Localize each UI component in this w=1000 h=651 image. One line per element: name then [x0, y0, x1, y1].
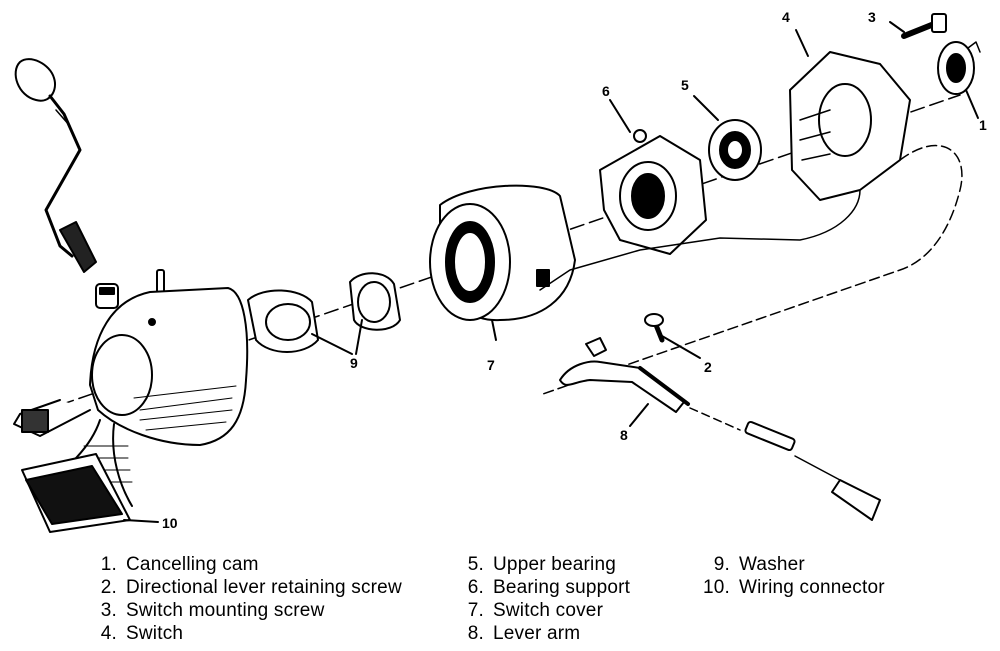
legend-item-9: 9.Washer: [713, 554, 805, 575]
cancelling-cam-part: [937, 41, 981, 95]
callout-leader-4: [795, 29, 809, 57]
wiring-connector-part: [21, 453, 131, 533]
callout-leader-3: [889, 21, 905, 33]
callout-2: 2: [704, 359, 712, 375]
legend-item-1: 1.Cancelling cam: [100, 554, 259, 575]
legend-item-2: 2.Directional lever retaining screw: [100, 577, 402, 598]
callout-1: 1: [979, 117, 987, 133]
callout-8: 8: [620, 427, 628, 443]
lever-cable-part: [689, 407, 881, 521]
legend-item-8: 8.Lever arm: [467, 623, 581, 644]
callout-leader-10: [123, 519, 159, 523]
retaining-screw-part: [644, 313, 665, 343]
switch-housing-part: [89, 287, 249, 446]
legend-item-10: 10.Wiring connector: [702, 577, 885, 598]
switch-cover-part: [429, 184, 576, 322]
washer-left-part: [247, 289, 319, 353]
callout-leader-9b: [355, 319, 363, 355]
upper-bearing-part: [708, 119, 762, 181]
lever-arm-part: [559, 337, 690, 413]
legend-column-3: 9.Washer 10.Wiring connector: [700, 553, 885, 599]
parts-legend: 1.Cancelling cam 2.Directional lever ret…: [0, 553, 1000, 648]
exploded-view-diagram: 1 2 3 4 5 6 7 8 9 10: [13, 9, 987, 533]
legend-item-7: 7.Switch cover: [467, 600, 604, 621]
callout-10: 10: [162, 515, 178, 531]
callout-leader-6: [609, 99, 631, 133]
callout-9: 9: [350, 355, 358, 371]
wiring-harness-part: [13, 399, 133, 507]
callout-5: 5: [681, 77, 689, 93]
legend-item-6: 6.Bearing support: [467, 577, 631, 598]
turn-signal-lever-part: [14, 58, 97, 273]
switch-wire-loop-part: [539, 144, 963, 396]
legend-item-3: 3.Switch mounting screw: [100, 600, 325, 621]
callout-leader-8: [629, 403, 649, 427]
legend-column-1: 1.Cancelling cam 2.Directional lever ret…: [95, 553, 402, 645]
legend-item-4: 4.Switch: [100, 623, 184, 644]
lever-knob-part: [95, 283, 119, 309]
switch-part: [789, 51, 911, 201]
callout-leader-7: [491, 319, 497, 341]
callout-leader-9a: [311, 333, 353, 355]
callout-6: 6: [602, 83, 610, 99]
callout-4: 4: [782, 9, 790, 25]
legend-column-2: 5.Upper bearing 6.Bearing support 7.Swit…: [462, 553, 630, 645]
callout-leader-2: [661, 335, 701, 359]
washer-right-part: [349, 272, 401, 331]
callout-leader-5: [693, 95, 719, 121]
callout-3: 3: [868, 9, 876, 25]
callout-7: 7: [487, 357, 495, 373]
mounting-screw-part: [901, 13, 947, 39]
callout-leader-1: [965, 89, 979, 119]
legend-item-5: 5.Upper bearing: [467, 554, 617, 575]
bearing-support-part: [599, 129, 707, 255]
